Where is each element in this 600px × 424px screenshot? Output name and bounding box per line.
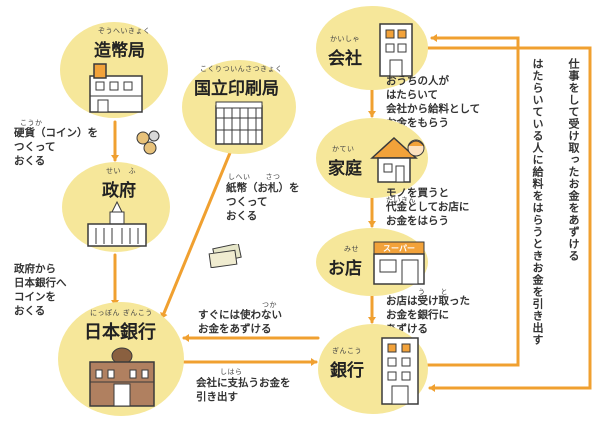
deposit-boj-note: すぐには使わない お金をあずける [198,309,282,335]
node-bank: ぎんこう 銀行 [318,324,430,416]
government-label: 政府 [102,181,136,201]
coins-icon [136,130,160,155]
printing-ruby: こくりついんさつきょく [200,65,283,73]
boj-ruby: にっぽん ぎんこう [90,309,153,317]
node-household: かてい 家庭 [316,118,430,200]
arrow-bank-to-company [426,34,520,367]
banknotes-icon [208,244,242,268]
coins-note-ruby: こうか [20,119,43,127]
right-flow-outer-text: 仕事をして受け取ったお金をあずける [567,58,580,262]
mint-ruby: ぞうへいきょく [98,27,151,35]
house-icon [370,136,425,183]
right-flow-inner-text: はたらいている人に給料をはらうときお金を引き出す [531,58,544,346]
central-bank-icon [89,347,155,407]
diet-building-icon [87,200,147,247]
node-shop: みせ お店 スーパー [316,228,430,298]
shopping-ruby: だいきん [386,196,416,204]
bank-ruby: ぎんこう [332,347,362,355]
notes-money-ruby: しへい さつ [228,173,281,181]
shopping-note: モノを買うと 代金としてお店に お金をはらう [386,187,470,227]
withdraw-boj-note: 会社に支払うお金を 引き出す [196,377,291,403]
printing-label: 国立印刷局 [194,79,279,99]
arrow-printing-to-boj [160,146,234,320]
node-boj: にっぽん ぎんこう 日本銀行 [58,302,188,418]
bank-building-icon [381,337,419,405]
shop-sign-text: スーパー [383,243,415,253]
household-label: 家庭 [328,159,362,179]
shop-deposit-ruby: う と [418,288,448,296]
company-label: 会社 [328,49,362,69]
office-building-icon [215,101,263,145]
supermarket-icon: スーパー [373,241,425,285]
company-ruby: かいしゃ [330,35,360,43]
notes-money-note: 紙幣（お札）を つくって おくる [226,182,300,222]
node-mint: ぞうへいきょく 造幣局 [60,20,170,120]
gov-to-boj-note: 政府から 日本銀行へ コインを おくる [14,263,67,317]
arrow-company-to-bank [426,46,592,392]
boj-label: 日本銀行 [84,322,156,343]
node-printing: こくりついんさつきょく 国立印刷局 [182,60,298,156]
withdraw-boj-ruby: しはら [220,368,243,376]
shop-label: お店 [328,259,362,279]
coins-note: 硬貨（コイン）を つくって おくる [14,127,98,167]
mint-label: 造幣局 [94,41,145,61]
factory-building-icon [89,63,143,113]
shop-ruby: みせ [344,245,359,253]
company-building-icon [379,23,413,77]
household-ruby: かてい [332,145,355,153]
deposit-boj-ruby: つか [262,301,277,309]
government-ruby: せい ふ [106,167,136,175]
bank-label: 銀行 [330,361,364,381]
node-company: かいしゃ 会社 [316,6,430,92]
node-government: せい ふ 政府 [62,162,172,254]
